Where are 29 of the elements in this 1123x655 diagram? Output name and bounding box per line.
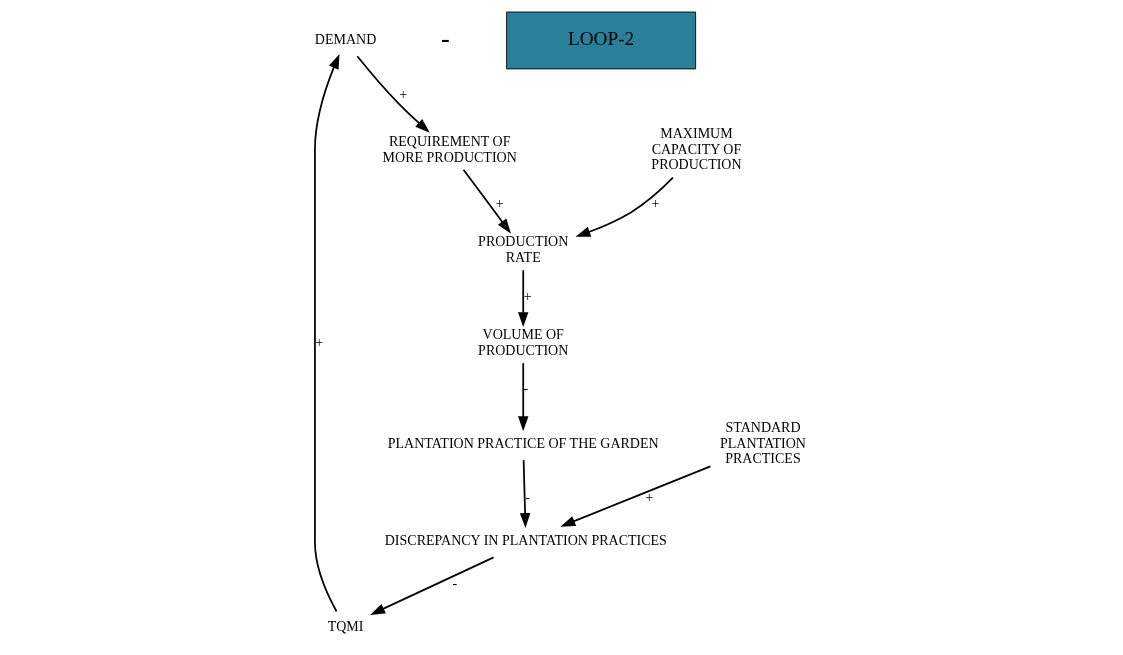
arrow <box>575 176 674 237</box>
node-text: PLANTATION PRACTICE OF THE GARDEN <box>387 435 659 451</box>
node-text: STANDARD PLANTATION PRACTICES <box>720 419 806 467</box>
edge-label: + <box>315 335 324 351</box>
edge-label: + <box>523 288 532 304</box>
edge-label: - <box>525 489 530 505</box>
edge-label: - <box>523 381 529 397</box>
node-box: LOOP-2 <box>506 11 697 70</box>
label: - <box>440 24 450 54</box>
node-text: VOLUME OF PRODUCTION <box>478 327 569 358</box>
arrow <box>314 53 340 613</box>
node-text: TQMI <box>327 618 364 634</box>
edge-label: + <box>399 87 408 103</box>
arrow <box>518 269 529 328</box>
node-text: MAXIMUM CAPACITY OF PRODUCTION <box>651 125 742 173</box>
arrow <box>560 465 712 527</box>
edge-label: + <box>645 489 654 505</box>
node-text: DEMAND <box>314 31 377 47</box>
edge-label: + <box>495 195 504 211</box>
arrow <box>462 168 512 234</box>
arrow <box>518 362 529 432</box>
node-text: PRODUCTION RATE <box>478 234 569 266</box>
node-text: DISCREPANCY IN PLANTATION PRACTICES <box>384 532 667 548</box>
node-text: REQUIREMENT OF MORE PRODUCTION <box>382 133 517 165</box>
edge-label: - <box>452 575 458 591</box>
arrow <box>519 459 531 529</box>
arrow <box>356 55 430 133</box>
edge-label: + <box>651 195 660 211</box>
arrow <box>370 556 495 615</box>
